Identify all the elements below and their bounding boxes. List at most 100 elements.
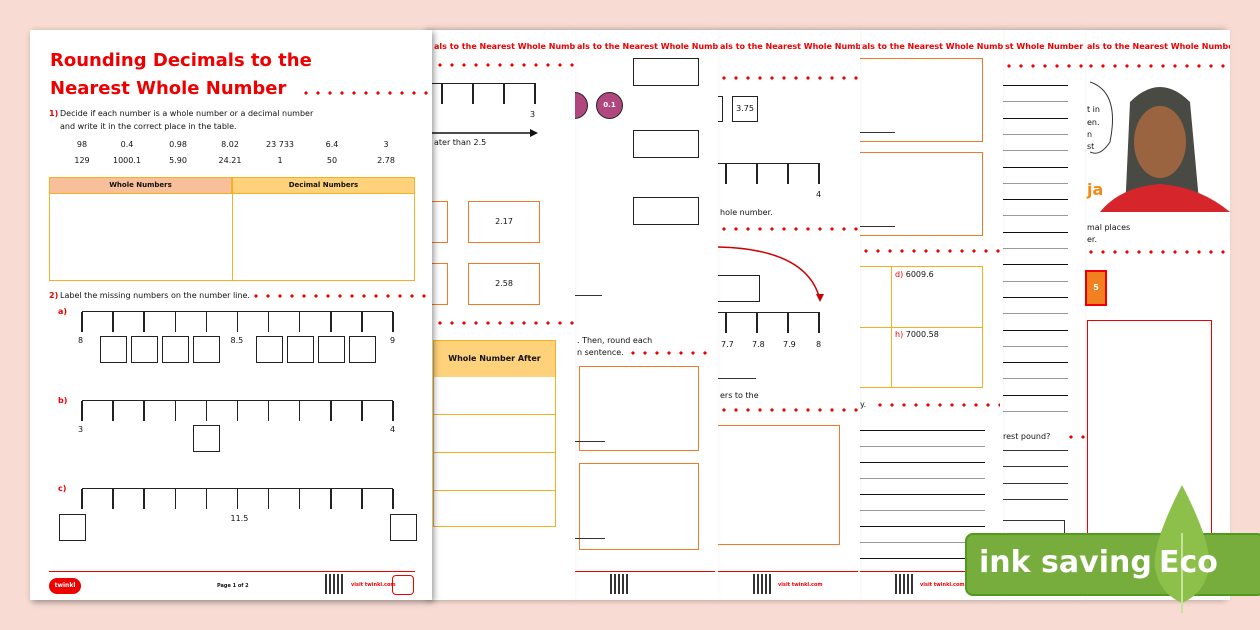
number-item: 50 xyxy=(326,156,338,165)
worksheet-page-6: st Whole Number rest pound? xyxy=(1003,30,1085,600)
number-item: 0.4 xyxy=(120,140,134,149)
place-value-counter: 0.1 xyxy=(596,92,623,119)
writing-line xyxy=(1003,296,1068,298)
number-line xyxy=(718,163,820,184)
missing-number-box[interactable] xyxy=(255,336,283,363)
cell-label: h) xyxy=(895,330,904,339)
tick-label: 8 xyxy=(78,336,84,345)
page-header: als to the Nearest Whole Number xyxy=(1087,42,1230,51)
writing-line xyxy=(1003,482,1068,484)
missing-number-box[interactable] xyxy=(131,336,159,363)
place-value-counter xyxy=(575,92,588,119)
question-number: 2) xyxy=(49,291,59,300)
visit-link[interactable]: visit twinkl.com xyxy=(920,582,965,588)
question-text: Decide if each number is a whole number … xyxy=(60,109,314,118)
missing-number-box[interactable] xyxy=(59,514,86,541)
question-text: Label the missing numbers on the number … xyxy=(60,291,250,300)
writing-line xyxy=(860,430,985,431)
divider xyxy=(250,294,430,298)
visit-link[interactable]: visit twinkl.com xyxy=(778,582,823,588)
page-header: als to the Nearest Whole Number xyxy=(577,42,718,51)
line-label: a) xyxy=(58,307,68,316)
tick-label: 3 xyxy=(530,110,536,119)
answer-box xyxy=(633,197,699,225)
writing-line xyxy=(1003,182,1068,184)
divider xyxy=(1085,64,1225,68)
cell-value: 6009.6 xyxy=(905,270,934,279)
ink-saving-badge: ink saving Eco xyxy=(965,485,1260,613)
divider xyxy=(300,91,432,95)
missing-number-box[interactable] xyxy=(348,336,376,363)
writing-line xyxy=(1003,498,1068,500)
footer-line xyxy=(575,570,715,572)
writing-line xyxy=(860,446,985,447)
table-divider xyxy=(232,194,234,281)
number-item: 6.4 xyxy=(325,140,339,149)
missing-number-box[interactable] xyxy=(100,336,128,363)
character-illustration xyxy=(1090,81,1230,212)
qr-code xyxy=(610,574,630,594)
page-header: st Whole Number xyxy=(1005,42,1084,51)
number-box xyxy=(718,96,723,122)
question-text: rest pound? xyxy=(1003,432,1051,441)
qr-code xyxy=(753,574,773,594)
writing-line xyxy=(1003,313,1068,315)
answer-line xyxy=(575,295,602,296)
missing-number-box[interactable] xyxy=(390,514,417,541)
line-label: b) xyxy=(58,396,68,405)
page-title: Rounding Decimals to the xyxy=(50,50,312,71)
writing-line xyxy=(860,462,985,463)
number-item: 98 xyxy=(76,140,88,149)
writing-line xyxy=(1003,231,1068,233)
answer-line xyxy=(860,132,895,133)
number-item: 24.21 xyxy=(218,156,242,165)
missing-number-box[interactable] xyxy=(193,336,221,363)
worksheet-page-7: als to the Nearest Whole Number t in en.… xyxy=(1085,30,1230,600)
table-divider xyxy=(860,327,983,328)
worksheet-page-2: als to the Nearest Whole Number 3 ater t… xyxy=(430,30,575,600)
answer-box xyxy=(860,152,983,236)
worksheet-page-5: als to the Nearest Whole Number d) 6009.… xyxy=(860,30,1003,600)
leaf-icon xyxy=(1154,485,1210,613)
answer-line xyxy=(860,226,895,227)
missing-number-box[interactable] xyxy=(193,425,221,452)
number-item: 5.90 xyxy=(169,156,187,165)
answer-box xyxy=(633,58,699,86)
ink-saving-text: ink saving xyxy=(979,545,1152,580)
tick-label: 3 xyxy=(78,425,84,434)
answer-box xyxy=(579,463,699,550)
divider xyxy=(718,227,858,231)
speech-text: en. xyxy=(1087,118,1100,127)
writing-line xyxy=(1003,450,1068,451)
qr-code xyxy=(325,574,345,594)
missing-number-box[interactable] xyxy=(286,336,314,363)
writing-line xyxy=(1003,150,1068,152)
missing-number-box[interactable] xyxy=(317,336,345,363)
tick-label: 4 xyxy=(816,190,822,199)
decimal-box xyxy=(430,201,448,243)
divider xyxy=(434,63,574,67)
number-badge: 5 xyxy=(1085,270,1107,306)
table-header-whole: Whole Numbers xyxy=(49,177,232,194)
jump-arrow xyxy=(718,246,824,302)
page-number: Page 1 of 2 xyxy=(217,583,249,589)
divider xyxy=(1065,435,1085,439)
instruction-text: mal places xyxy=(1087,223,1131,232)
question-number: 1) xyxy=(49,109,59,118)
page-header: als to the Nearest Whole Number xyxy=(862,42,1003,51)
worksheet-page-1: Rounding Decimals to the Nearest Whole N… xyxy=(30,30,432,600)
number-line xyxy=(81,488,394,509)
page-header: als to the Nearest Whole Number xyxy=(434,42,575,51)
instruction-text: n sentence. xyxy=(577,348,624,357)
instruction-text: er. xyxy=(1087,235,1098,244)
writing-line xyxy=(1003,394,1068,396)
character-name: ja xyxy=(1087,180,1104,199)
number-item: 129 xyxy=(74,156,90,165)
answer-box xyxy=(633,130,699,158)
writing-line xyxy=(1003,117,1068,119)
missing-number-box[interactable] xyxy=(162,336,190,363)
divider xyxy=(434,321,574,325)
visit-link[interactable]: visit twinkl.com xyxy=(351,582,396,588)
number-item: 3 xyxy=(383,140,389,149)
divider xyxy=(627,351,715,355)
